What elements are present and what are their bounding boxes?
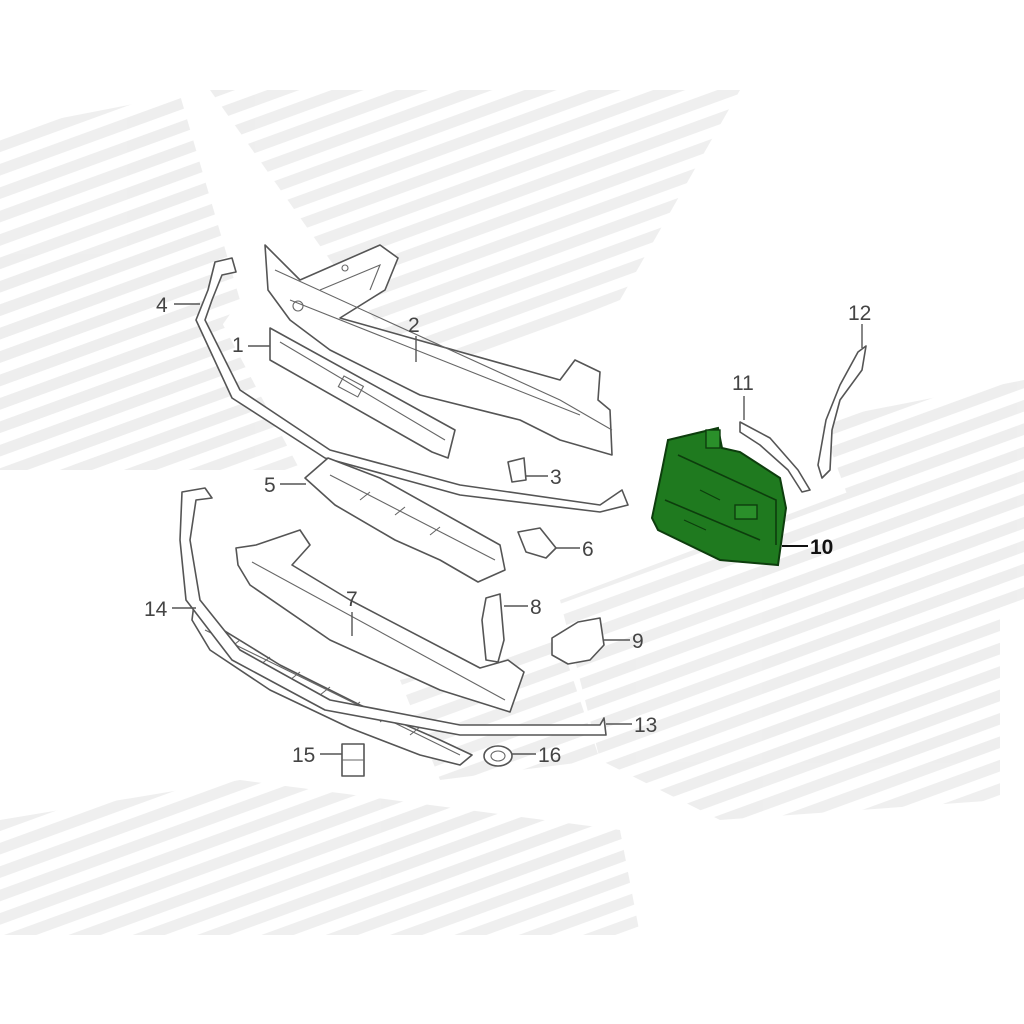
callout-2: 2 xyxy=(408,314,420,337)
callout-14: 14 xyxy=(144,598,168,621)
part-3-clip xyxy=(507,457,527,483)
callout-5: 5 xyxy=(264,474,276,497)
callout-4: 4 xyxy=(156,294,168,317)
part-10-lower-shield-highlighted xyxy=(650,426,788,567)
part-2-upper-carrier xyxy=(264,244,613,456)
part-6-bracket xyxy=(517,527,557,559)
callout-labels: 1 2 3 4 5 6 7 8 9 10 11 12 13 14 15 16 xyxy=(144,294,871,767)
callout-9: 9 xyxy=(632,630,644,653)
callout-12: 12 xyxy=(848,302,871,325)
callout-6: 6 xyxy=(582,538,594,561)
callout-7: 7 xyxy=(346,588,358,611)
part-11-side-strip xyxy=(739,421,811,493)
part-9-bracket xyxy=(551,617,605,665)
part-7-lower-reinforcement xyxy=(235,529,525,713)
callout-16: 16 xyxy=(538,744,561,767)
leader-lines xyxy=(172,303,863,755)
callout-3: 3 xyxy=(550,466,562,489)
part-8-bracket xyxy=(481,593,505,663)
part-12-side-bracket xyxy=(817,345,867,479)
callout-8: 8 xyxy=(530,596,542,619)
part-1-absorber xyxy=(269,327,456,459)
part-13-lower-trim-strip xyxy=(179,487,607,736)
part-5-lower-absorber xyxy=(304,457,506,583)
part-15-sensor-holder xyxy=(341,743,365,777)
part-4-trim-strip xyxy=(195,257,629,513)
callout-1: 1 xyxy=(232,334,244,357)
callout-13: 13 xyxy=(634,714,657,737)
callout-11: 11 xyxy=(732,372,754,395)
callout-15: 15 xyxy=(292,744,315,767)
watermark xyxy=(0,90,1024,935)
part-16-fitting xyxy=(483,745,513,767)
callout-10: 10 xyxy=(810,536,833,559)
